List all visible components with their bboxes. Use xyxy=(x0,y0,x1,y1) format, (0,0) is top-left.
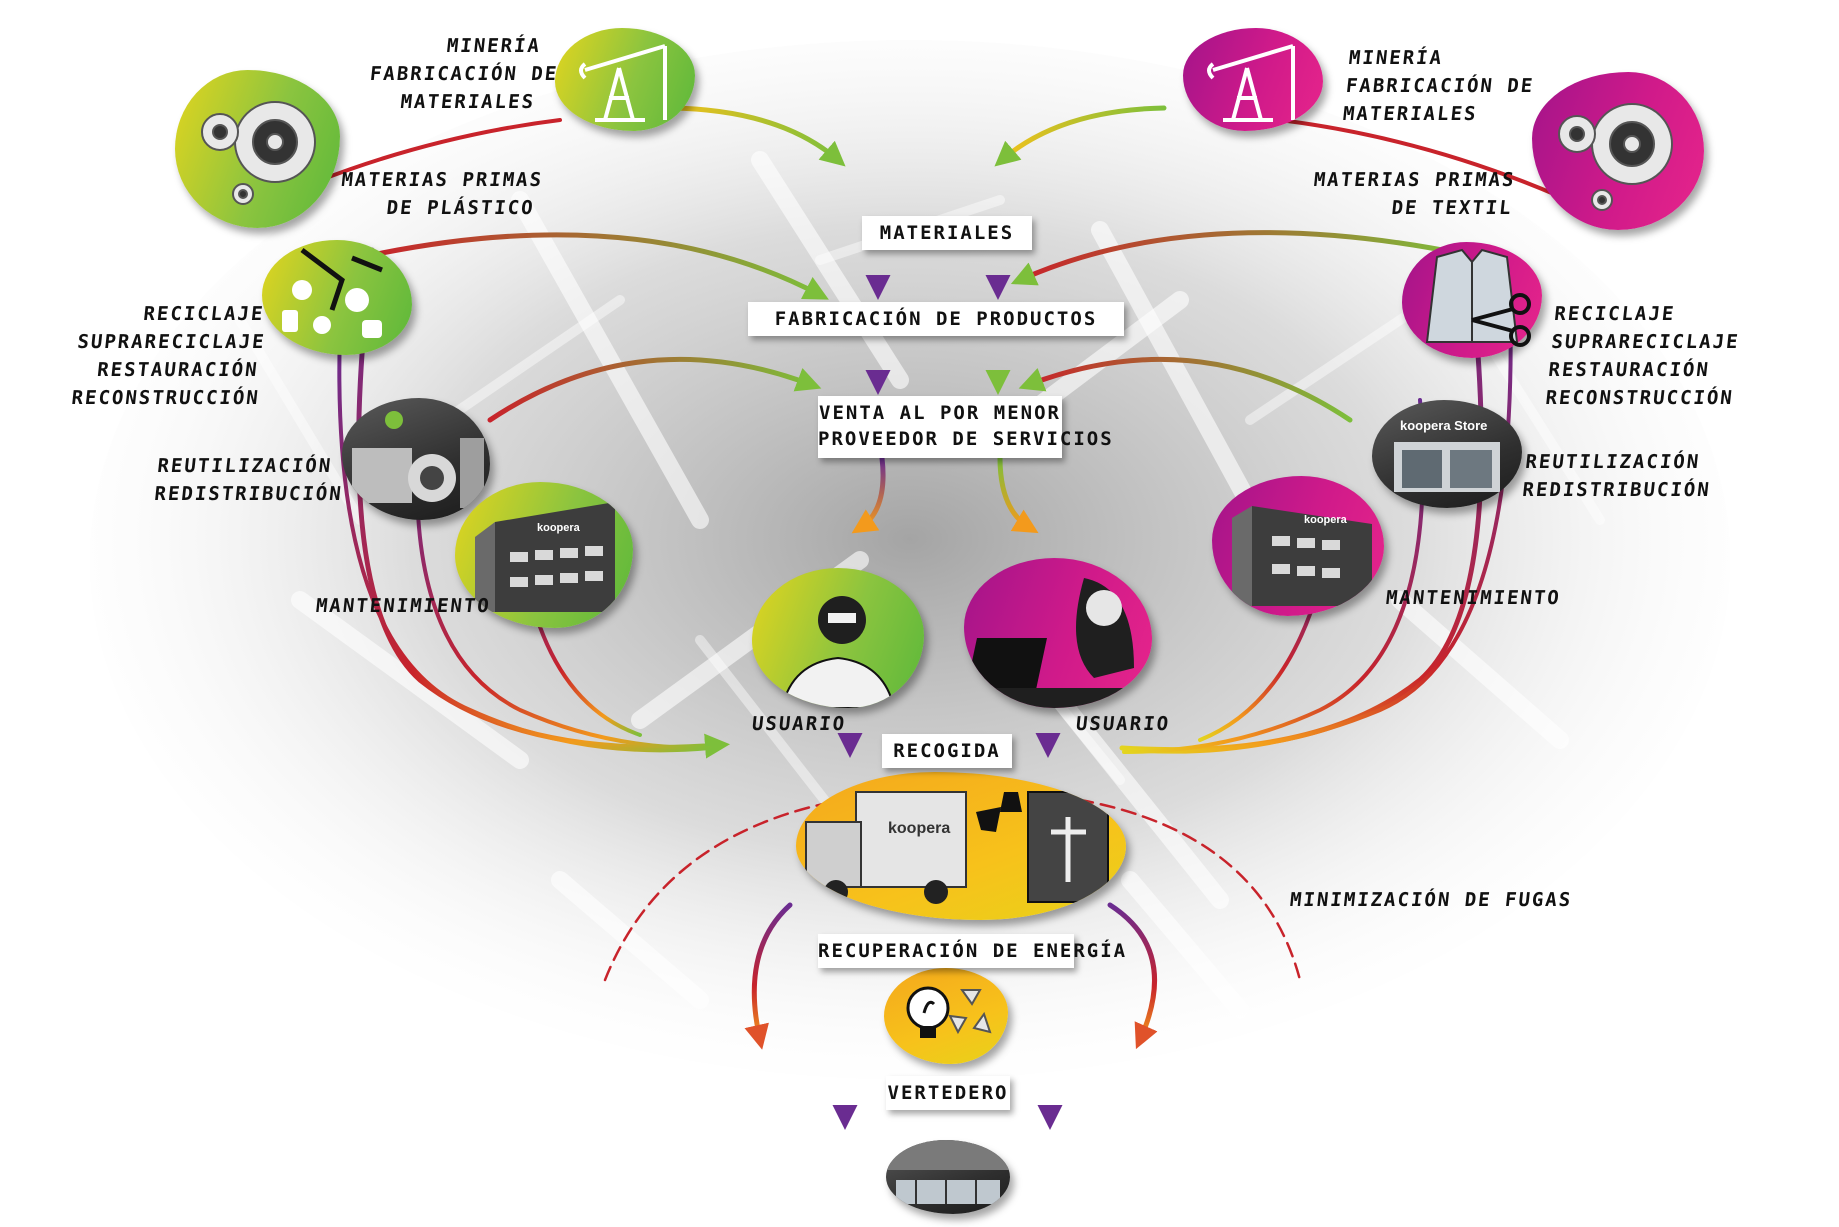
gears-icon xyxy=(1558,103,1673,211)
landfill-box: VERTEDERO xyxy=(886,1076,1010,1110)
oil-pumpjack-icon xyxy=(579,44,667,122)
left-reuse-label: REUTILIZACIÓN REDISTRIBUCIÓN xyxy=(153,455,344,505)
product-manufacturing-box: FABRICACIÓN DE PRODUCTOS xyxy=(748,302,1124,336)
user-woman-blob xyxy=(964,558,1152,708)
user-right-label: USUARIO xyxy=(1074,713,1172,735)
right-raw-material-label: MATERIAS PRIMAS DE TEXTIL xyxy=(1312,169,1517,219)
lightbulb-icon xyxy=(906,986,950,1038)
right-recycling-label: RECICLAJE SUPRARECICLAJE RESTAURACIÓN RE… xyxy=(1544,303,1741,409)
left-recycling-label: RECICLAJE SUPRARECICLAJE RESTAURACIÓN RE… xyxy=(70,303,267,409)
right-maintenance-label: MANTENIMIENTO xyxy=(1384,587,1562,609)
man-portrait xyxy=(780,596,896,708)
plastic-toys-image xyxy=(282,248,383,338)
left-maintenance-label: MANTENIMIENTO xyxy=(314,595,492,617)
scissors-icon xyxy=(1470,290,1540,350)
building-sign: koopera xyxy=(537,522,580,534)
recycle-icon xyxy=(948,989,992,1035)
user-man-blob xyxy=(752,568,924,708)
leak-minimization-label: MINIMIZACIÓN DE FUGAS xyxy=(1288,889,1574,911)
right-gears-blob xyxy=(1532,72,1704,230)
koopera-store-photo: koopera Store xyxy=(1372,400,1522,508)
oil-pumpjack-icon xyxy=(1207,44,1295,122)
building-image xyxy=(1232,506,1372,606)
building-sign: koopera xyxy=(1304,514,1347,526)
right-building-blob: koopera xyxy=(1212,476,1384,616)
left-mining-blob xyxy=(555,28,695,131)
building-image xyxy=(475,502,615,612)
jacket-image xyxy=(1425,248,1519,343)
store-sign: koopera Store xyxy=(1400,418,1488,433)
right-mining-label: MINERÍA FABRICACIÓN DE MATERIALES xyxy=(1341,47,1536,125)
materials-box: MATERIALES xyxy=(862,216,1032,250)
collection-box: RECOGIDA xyxy=(882,734,1012,768)
user-left-label: USUARIO xyxy=(750,713,848,735)
textile-jacket-blob xyxy=(1402,242,1542,358)
plastic-toys-blob xyxy=(262,240,412,355)
energy-recovery-box: RECUPERACIÓN DE ENERGÍA xyxy=(818,934,1125,968)
gears-icon xyxy=(201,101,316,205)
landfill-photo xyxy=(886,1140,1010,1214)
right-reuse-label: REUTILIZACIÓN REDISTRIBUCIÓN xyxy=(1521,451,1712,501)
right-mining-blob xyxy=(1183,28,1323,131)
collection-blob: koopera xyxy=(796,772,1126,920)
retail-service-box: VENTA AL POR MENOR PROVEEDOR DE SERVICIO… xyxy=(818,396,1112,458)
truck-brand: koopera xyxy=(888,820,951,837)
collection-truck-container-image xyxy=(805,791,1109,904)
energy-recovery-blob xyxy=(884,968,1008,1064)
left-building-blob: koopera xyxy=(455,482,633,628)
woman-laptop-portrait xyxy=(964,578,1152,708)
left-mining-label: MINERÍA FABRICACIÓN DE MATERIALES xyxy=(368,35,560,113)
left-raw-material-label: MATERIAS PRIMAS DE PLÁSTICO xyxy=(340,169,545,219)
left-gears-blob xyxy=(175,70,340,228)
